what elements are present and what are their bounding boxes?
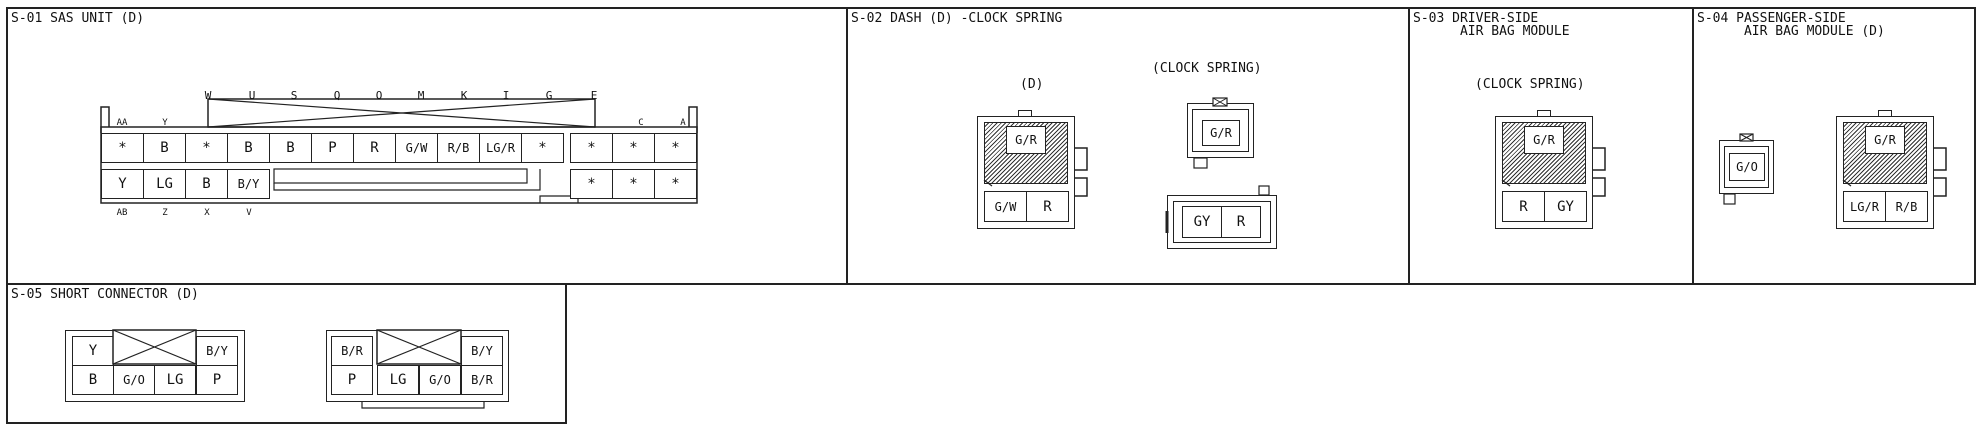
s01-top-letter: K bbox=[460, 89, 468, 102]
s03-bottom-pin: GY bbox=[1544, 191, 1587, 222]
s01-pin: B bbox=[227, 133, 270, 163]
s02-right-top-inner bbox=[1192, 109, 1249, 152]
panel-s04 bbox=[1692, 7, 1976, 285]
s01-top-letter: M bbox=[417, 89, 425, 102]
s01-pin: * bbox=[654, 169, 697, 199]
s01-pin: * bbox=[654, 133, 697, 163]
s01-top-letter: I bbox=[502, 89, 510, 102]
s01-left-top-letter: AA bbox=[116, 118, 128, 128]
s02-right-bottom-pin: R bbox=[1221, 206, 1261, 238]
s01-pin: * bbox=[570, 133, 613, 163]
s01-title: S-01 SAS UNIT (D) bbox=[11, 11, 145, 26]
s01-left-top-letter: Y bbox=[162, 118, 168, 128]
s01-bottom-letter: AB bbox=[116, 208, 128, 218]
panel-s05 bbox=[6, 283, 567, 424]
s02-left-label: (D) bbox=[1020, 77, 1044, 92]
s01-top-letter: O bbox=[375, 89, 383, 102]
s01-bottom-letter: V bbox=[246, 208, 252, 218]
s01-pin: * bbox=[570, 169, 613, 199]
s03-title: S-03 DRIVER-SIDE AIR BAG MODULE bbox=[1413, 11, 1570, 39]
s05-right-pin: LG bbox=[377, 365, 419, 395]
s05-title: S-05 SHORT CONNECTOR (D) bbox=[11, 287, 199, 302]
s01-top-letter: G bbox=[545, 89, 553, 102]
s01-pin: B/Y bbox=[227, 169, 270, 199]
s05-left-pin: P bbox=[196, 365, 238, 395]
s03-bottom-pin: R bbox=[1502, 191, 1545, 222]
s01-top-letter: E bbox=[590, 89, 598, 102]
s01-top-letter: S bbox=[290, 89, 298, 102]
s02-left-bottom-pin: R bbox=[1026, 191, 1069, 222]
s01-top-letter: W bbox=[204, 89, 212, 102]
s01-pin: * bbox=[521, 133, 564, 163]
s01-top-letter: Q bbox=[333, 89, 341, 102]
s03-top-pin: G/R bbox=[1524, 126, 1564, 154]
s05-right-pin: G/O bbox=[419, 365, 461, 395]
s01-pin: B bbox=[143, 133, 186, 163]
s05-left-pin: LG bbox=[154, 365, 196, 395]
s04-left-inner bbox=[1724, 146, 1769, 188]
s01-pin: LG/R bbox=[479, 133, 522, 163]
s01-right-top-letter: C bbox=[638, 118, 644, 128]
s05-left-pin: B bbox=[72, 365, 114, 395]
s01-pin: B bbox=[269, 133, 312, 163]
s03-latch bbox=[1537, 110, 1551, 117]
s02-left-latch bbox=[1018, 110, 1032, 117]
s02-right-label: (CLOCK SPRING) bbox=[1152, 61, 1262, 76]
s04-title: S-04 PASSENGER-SIDE AIR BAG MODULE (D) bbox=[1697, 11, 1885, 39]
s04-right-bottom-pin: R/B bbox=[1885, 191, 1928, 222]
s02-right-bottom-inner bbox=[1173, 201, 1271, 243]
s01-right-top-letter: A bbox=[680, 118, 686, 128]
s05-right-pin: P bbox=[331, 365, 373, 395]
s02-left-top-pin: G/R bbox=[1006, 126, 1046, 154]
s02-right-top-pin: G/R bbox=[1202, 120, 1240, 146]
s01-pin: B bbox=[185, 169, 228, 199]
s01-pin: Y bbox=[101, 169, 144, 199]
s04-right-bottom-pin: LG/R bbox=[1843, 191, 1886, 222]
s04-right-top-pin: G/R bbox=[1865, 126, 1905, 154]
s01-pin: * bbox=[101, 133, 144, 163]
s04-left-pin: G/O bbox=[1729, 153, 1765, 181]
s02-title: S-02 DASH (D) -CLOCK SPRING bbox=[851, 11, 1063, 26]
s01-pin: * bbox=[612, 133, 655, 163]
s03-label: (CLOCK SPRING) bbox=[1475, 77, 1585, 92]
s05-right-pin: B/R bbox=[331, 336, 373, 366]
s01-top-letter: U bbox=[248, 89, 256, 102]
s04-right-latch bbox=[1878, 110, 1892, 117]
s01-bottom-letter: Z bbox=[162, 208, 168, 218]
s01-bottom-letter: X bbox=[204, 208, 210, 218]
s02-right-bottom-pin: GY bbox=[1182, 206, 1222, 238]
s01-pin: R bbox=[353, 133, 396, 163]
s01-pin: LG bbox=[143, 169, 186, 199]
s02-left-bottom-pin: G/W bbox=[984, 191, 1027, 222]
s01-pin: P bbox=[311, 133, 354, 163]
s05-right-pin: B/R bbox=[461, 365, 503, 395]
